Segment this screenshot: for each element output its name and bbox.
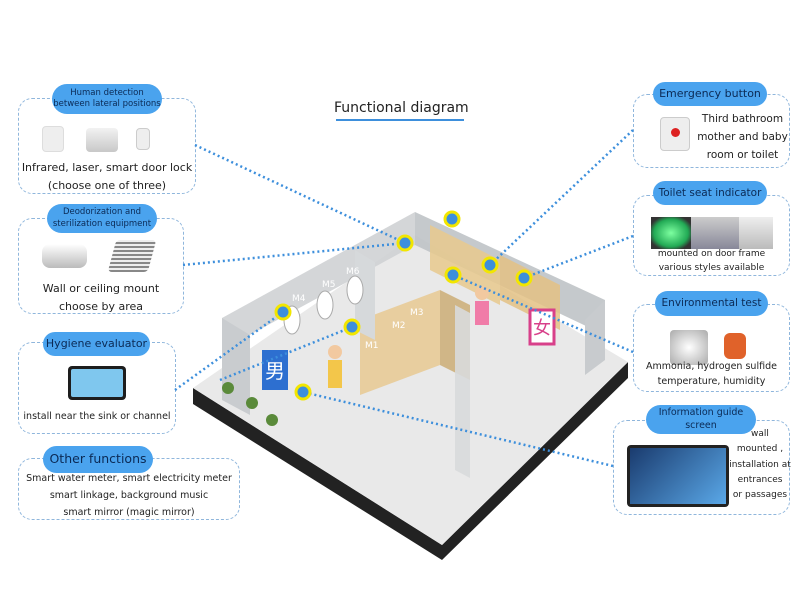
gas-sensor-icon [670,330,708,365]
sensor-dot [515,269,533,287]
panel-line: room or toilet [706,148,779,161]
panel-text: Infrared, laser, smart door lock [21,161,193,174]
plant-icon [246,397,258,409]
stall-block-female [430,225,500,305]
guide-screen-image [627,445,729,507]
panel-text: choose by area [59,300,143,313]
sensor-markers [274,210,533,401]
panel-line: or passages [732,490,788,501]
pill-deodorization: Deodorization and sterilization equipmen… [47,204,157,233]
panel-text: smart linkage, background music [49,490,209,501]
connector-lines [174,129,634,468]
panel-line: entrances [737,474,783,485]
label-m4: M4 [292,294,306,304]
floor [193,235,628,545]
pill-other-functions: Other functions [43,446,153,473]
panel-text: Ammonia, hydrogen sulfide temperature, hu… [633,360,790,389]
wall-deodorizer-icon [42,244,87,268]
panel-line: various styles available [658,262,765,273]
girl-body [475,301,489,325]
sensor-dot [444,266,462,284]
sensor-dot [294,383,312,401]
back-wall-left [222,212,415,350]
boy-figure [328,345,342,359]
panel-text: Wall or ceiling mount [42,282,160,295]
panel-line: installation at [729,459,791,470]
panel-line: temperature, humidity [657,375,766,387]
detector-icon [724,333,746,359]
sensor-dot [443,210,461,228]
infrared-sensor-icon [42,126,64,152]
stall-block-male [360,290,440,395]
pill-hygiene-evaluator: Hygiene evaluator [43,332,150,356]
door-lock-icon [136,128,150,150]
panel-line: mounted , [736,444,784,455]
panel-line: Ammonia, hydrogen sulfide [646,361,777,372]
partition-wall-2 [455,305,470,478]
panel-line: Third bathroom [701,113,784,125]
urinal-icon [346,275,364,305]
laser-sensor-icon [86,128,118,152]
side-wall [222,318,250,415]
sensor-dot [481,256,499,274]
sensor-dot [274,303,292,321]
plant-icon [222,382,234,394]
platform-edge [193,362,628,560]
panel-line: mother and baby [697,130,788,143]
tablet-icon [68,366,126,400]
pill-human-detection: Human detection between lateral position… [52,84,162,114]
title-underline [336,119,464,121]
door-frame-image [739,217,773,249]
panel-line: mounted on door frame [657,249,766,259]
indicator-light-image [651,217,691,249]
panel-text: wall mounted , installation at entrances… [728,427,792,503]
panel-text: mounted on door frame various styles avai… [633,248,790,275]
label-m5: M5 [322,280,336,290]
girl-figure [475,286,489,300]
stall-door-image [691,217,739,249]
page-title: Functional diagram [334,100,469,116]
pill-information-guide: Information guide screen [646,405,756,434]
female-sign-text: 女 [533,318,551,339]
male-sign [262,350,288,390]
sensor-dot [343,318,361,336]
panel-text: smart mirror (magic mirror) [63,507,195,518]
boy-body [328,360,342,388]
panel-text: install near the sink or channel [23,411,171,422]
pill-emergency-button: Emergency button [653,82,767,106]
plant-icon [266,414,278,426]
label-m3: M3 [410,308,424,318]
label-m2: M2 [392,321,406,331]
urinal-icon [316,290,334,320]
ceiling-deodorizer-icon [107,240,157,272]
sensor-dot [396,234,414,252]
pill-environmental-test: Environmental test [655,291,768,316]
front-wall-right [585,300,605,375]
pill-toilet-seat-indicator: Toilet seat indicator [653,181,767,205]
panel-line: wall [751,429,769,439]
panel-text: Smart water meter, smart electricity met… [26,473,232,484]
male-sign-text: 男 [265,359,285,383]
panel-text: (choose one of three) [47,179,167,192]
emergency-button-icon [660,117,690,151]
label-m6: M6 [346,267,360,277]
partition-wall [355,250,375,340]
label-m1: M1 [365,341,379,351]
panel-text: Third bathroom mother and baby room or toi… [695,111,790,165]
